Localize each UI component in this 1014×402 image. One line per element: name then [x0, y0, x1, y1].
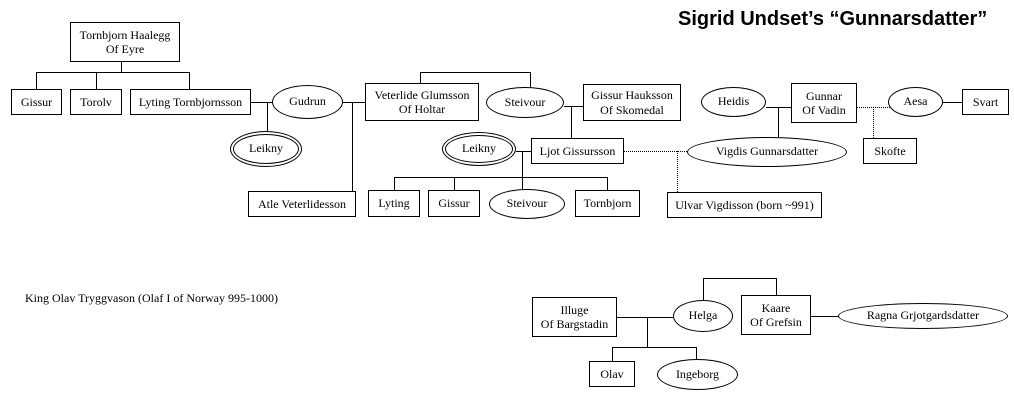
diagram-title: Sigrid Undset’s “Gunnarsdatter”: [678, 8, 988, 30]
person-epithet: Of Holtar: [398, 102, 446, 116]
connector-line: [352, 102, 353, 191]
connector-line: [617, 317, 673, 318]
connector-line: [251, 102, 272, 103]
node-gissur-jr: Gissur: [428, 190, 480, 217]
connector-line: [811, 316, 838, 317]
connector-line: [778, 107, 779, 137]
connector-line: [571, 106, 572, 138]
person-name: Tornbjorn Haalegg: [79, 27, 171, 42]
person-name: Kaare: [761, 300, 791, 315]
person-epithet: Of Eyre: [105, 42, 145, 56]
connector-line: [696, 347, 697, 359]
connector-line: [612, 347, 613, 361]
node-leikny-2: Leikny: [442, 132, 516, 166]
connector-line: [612, 347, 696, 348]
connector-line-dotted: [873, 107, 874, 138]
person-epithet: Of Bargstadin: [540, 317, 609, 331]
node-vigdis-gunnarsdatter: Vigdis Gunnarsdatter: [687, 137, 847, 167]
connector-line: [522, 151, 523, 189]
connector-line: [343, 102, 365, 103]
node-svart: Svart: [962, 89, 1009, 115]
connector-line: [943, 102, 962, 103]
connector-line-dotted: [624, 151, 687, 152]
node-gissur-hauksson: Gissur Hauksson Of Skomedal: [583, 84, 681, 121]
node-veterlide-glumsson: Veterlide Glumsson Of Holtar: [365, 83, 479, 121]
connector-line: [776, 278, 777, 295]
connector-line: [516, 151, 531, 152]
person-name: Illuge: [560, 302, 589, 317]
connector-line: [647, 317, 648, 347]
person-name: Leikny: [249, 141, 283, 156]
node-steivour-2: Steivour: [489, 189, 565, 219]
connector-line: [121, 62, 122, 72]
node-gissur-senior: Gissur: [11, 89, 62, 115]
node-torolv: Torolv: [70, 89, 122, 115]
node-olav: Olav: [589, 361, 635, 387]
king-olav-note: King Olav Tryggvason (Olaf I of Norway 9…: [25, 291, 278, 305]
connector-line: [267, 102, 268, 132]
node-illuge-of-bargstadin: Illuge Of Bargstadin: [532, 297, 617, 337]
node-aesa: Aesa: [888, 87, 943, 117]
connector-line: [394, 177, 607, 178]
person-epithet: Of Vadin: [802, 103, 846, 117]
person-name: Leikny: [462, 141, 496, 156]
node-lyting-jr: Lyting: [368, 190, 420, 217]
node-atle-veterlidesson: Atle Veterlidesson: [248, 191, 356, 217]
node-helga: Helga: [673, 300, 733, 332]
node-skofte: Skofte: [863, 138, 917, 164]
connector-line: [36, 72, 189, 73]
connector-line: [394, 177, 395, 190]
node-steivour-1: Steivour: [486, 87, 564, 118]
connector-line: [189, 72, 190, 89]
person-name: Gissur Hauksson: [591, 88, 673, 103]
connector-line: [420, 72, 421, 83]
node-ingeborg: Ingeborg: [657, 359, 738, 390]
connector-line: [454, 177, 455, 190]
node-tornbjorn-haalegg: Tornbjorn Haalegg Of Eyre: [70, 22, 180, 62]
node-kaare-of-grefsin: Kaare Of Grefsin: [741, 295, 811, 335]
person-name: Gunnar: [806, 88, 842, 103]
connector-line: [420, 72, 530, 73]
node-lyting-tornbjornsson: Lyting Tornbjornsson: [130, 89, 251, 115]
node-gudrun: Gudrun: [272, 85, 343, 119]
connector-line: [96, 72, 97, 89]
person-epithet: Of Skomedal: [600, 102, 664, 117]
node-ragna-grjotgardsdatter: Ragna Grjotgardsdatter: [838, 303, 1008, 329]
node-ljot-gissursson: Ljot Gissursson: [531, 138, 624, 164]
node-ulvar-vigdisson: Ulvar Vigdisson (born ~991): [667, 192, 822, 218]
connector-line: [36, 72, 37, 89]
node-heidis: Heidis: [701, 87, 766, 117]
node-leikny-1: Leikny: [230, 131, 302, 167]
connector-line: [703, 278, 704, 300]
node-tornbjorn-jr: Tornbjorn: [575, 190, 640, 217]
connector-line: [564, 106, 583, 107]
connector-line: [530, 72, 531, 88]
person-name: Veterlide Glumsson: [374, 87, 470, 102]
person-epithet: Of Grefsin: [750, 315, 802, 329]
connector-line: [703, 278, 776, 279]
connector-line-dotted: [677, 151, 678, 192]
node-gunnar-of-vadin: Gunnar Of Vadin: [791, 83, 857, 123]
connector-line: [607, 177, 608, 190]
